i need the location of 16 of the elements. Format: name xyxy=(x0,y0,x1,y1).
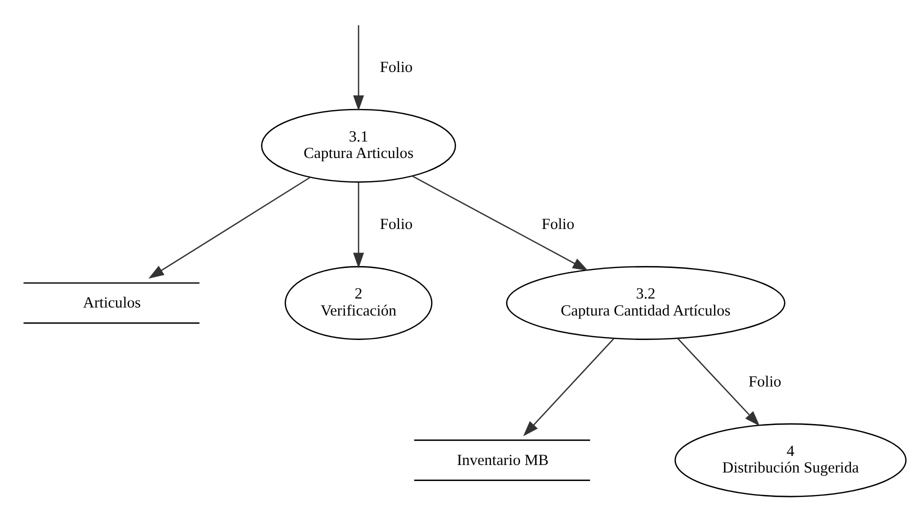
node-ellipse: 4 Distribución Sugerida xyxy=(674,423,907,498)
edge-label: Folio xyxy=(748,373,782,390)
arrow xyxy=(353,25,364,111)
node-text: Articulos xyxy=(83,294,141,312)
arrow xyxy=(677,338,760,426)
arrow xyxy=(353,182,364,268)
edge-label: Folio xyxy=(542,216,574,234)
edge-label: Folio xyxy=(380,216,413,234)
edge-label: Folio xyxy=(380,58,413,76)
node-ellipse: 2 Verificación xyxy=(284,266,432,340)
arrow xyxy=(412,176,588,271)
node-text: Inventario MB xyxy=(456,452,549,469)
node-ellipse: 3.2 Captura Cantidad Artículos xyxy=(506,266,786,340)
arrow xyxy=(523,338,614,436)
node-ellipse: 3.1 Captura Articulos xyxy=(261,108,456,183)
arrow xyxy=(148,177,310,279)
